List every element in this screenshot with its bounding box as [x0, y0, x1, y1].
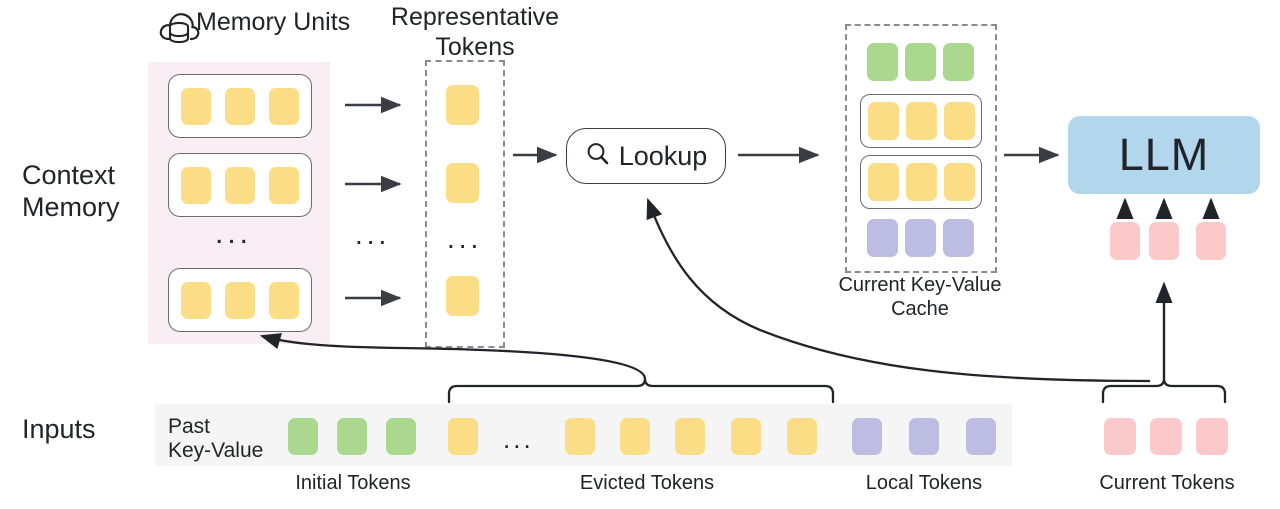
kv-cache-row-retrieved-1 — [860, 94, 982, 148]
llm-label: LLM — [1118, 129, 1210, 180]
llm-box[interactable]: LLM — [1068, 116, 1260, 194]
representative-token-3 — [446, 276, 479, 316]
input-token-current-3 — [1196, 418, 1228, 455]
kv-token-yellow — [868, 163, 899, 201]
input-token-local-3 — [966, 418, 996, 455]
evicted-tokens-brace — [447, 378, 835, 404]
lookup-label: Lookup — [618, 140, 708, 171]
caption-current-tokens: Current Tokens — [1099, 472, 1235, 494]
llm-input-token-3 — [1196, 222, 1226, 260]
kv-token-yellow — [944, 163, 975, 201]
input-token-current-1 — [1104, 418, 1136, 455]
input-token-evicted-5 — [731, 418, 761, 455]
side-label-context-memory: Context Memory — [22, 160, 120, 222]
representative-token-2 — [446, 163, 479, 203]
memory-unit-3[interactable] — [168, 268, 312, 332]
kv-token-yellow — [868, 102, 899, 140]
side-label-inputs: Inputs — [22, 414, 96, 444]
memory-units-ellipsis: ... — [215, 217, 253, 250]
memory-units-label: Memory Units — [196, 8, 351, 36]
kv-token-yellow — [906, 163, 937, 201]
kv-token-yellow — [906, 102, 937, 140]
past-key-value-label: Past Key-Value — [168, 415, 264, 463]
unit-arrow-ellipsis: ... — [355, 219, 391, 250]
input-token-initial-2 — [337, 418, 367, 455]
llm-input-token-2 — [1149, 222, 1179, 260]
input-token-evicted-4 — [675, 418, 705, 455]
memory-token — [225, 282, 255, 319]
memory-token — [225, 88, 255, 125]
kv-token-green — [905, 43, 936, 81]
memory-unit-1[interactable] — [168, 74, 312, 138]
current-tokens-brace — [1101, 378, 1227, 404]
kv-cache-row-retrieved-2 — [860, 155, 982, 209]
memory-token — [269, 282, 299, 319]
input-token-evicted-6 — [787, 418, 817, 455]
kv-token-purple — [867, 219, 898, 257]
representative-tokens-label: Representative Tokens — [390, 3, 560, 61]
input-token-current-2 — [1150, 418, 1182, 455]
kv-token-purple — [943, 219, 974, 257]
lookup-button[interactable]: Lookup — [566, 128, 726, 184]
input-token-local-2 — [909, 418, 939, 455]
input-token-initial-3 — [386, 418, 416, 455]
kv-token-purple — [905, 219, 936, 257]
kv-cache-row-local — [865, 216, 975, 260]
kv-cache-label: Current Key-Value Cache — [838, 274, 1002, 320]
input-token-evicted-3 — [620, 418, 650, 455]
kv-token-green — [943, 43, 974, 81]
kv-token-yellow — [944, 102, 975, 140]
memory-unit-2[interactable] — [168, 153, 312, 217]
evicted-tokens-ellipsis: ... — [503, 424, 534, 454]
representative-tokens-ellipsis: ... — [447, 223, 483, 254]
kv-token-green — [867, 43, 898, 81]
unit-to-rep-arrows — [345, 96, 402, 307]
llm-input-token-1 — [1110, 222, 1140, 260]
input-token-initial-1 — [288, 418, 318, 455]
cloud-database-icon — [157, 5, 201, 49]
current-tokens-to-llm-arrows — [1116, 197, 1220, 220]
caption-local-tokens: Local Tokens — [865, 472, 983, 494]
caption-evicted-tokens: Evicted Tokens — [579, 472, 715, 494]
input-token-evicted-1 — [448, 418, 478, 455]
caption-initial-tokens: Initial Tokens — [295, 472, 411, 494]
memory-token — [181, 282, 211, 319]
memory-token — [269, 167, 299, 204]
representative-token-1 — [446, 85, 479, 125]
input-token-evicted-2 — [565, 418, 595, 455]
memory-token — [225, 167, 255, 204]
search-icon — [585, 141, 611, 172]
input-token-local-1 — [852, 418, 882, 455]
memory-token — [269, 88, 299, 125]
memory-token — [181, 88, 211, 125]
memory-token — [181, 167, 211, 204]
kv-cache-row-initial — [865, 40, 975, 84]
